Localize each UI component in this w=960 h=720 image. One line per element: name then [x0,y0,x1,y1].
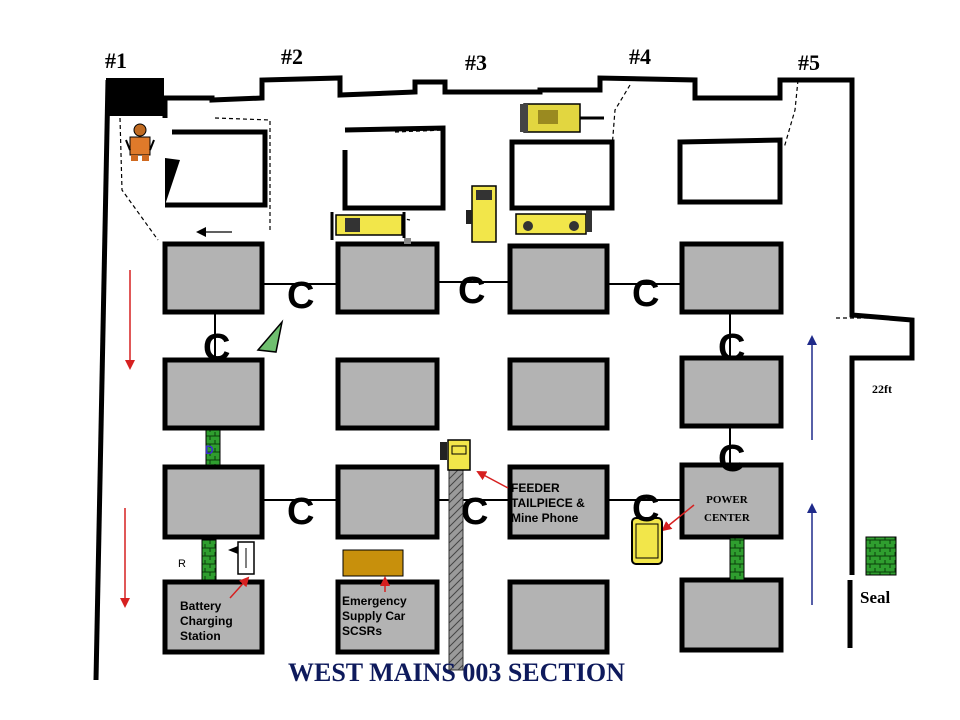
crosscut-marker-6: C [718,438,746,480]
section-title: WEST MAINS 003 SECTION [288,658,625,687]
entry-label-2: #2 [281,44,303,69]
seal-label: Seal [860,588,891,607]
face-outline [162,75,915,535]
small-marker [404,238,411,244]
roof-bolter-icon [330,212,406,240]
battery-station-label: Battery Charging Station [180,599,233,643]
feeder-label: FEEDER TAILPIECE & Mine Phone [511,481,585,525]
crosscut-marker-8: C [461,491,489,533]
d-marker-label: D [205,443,214,457]
entry-label-4: #4 [629,44,651,69]
left-rib [93,78,164,681]
battery-charger-icon [228,541,255,575]
power-center-equipment-icon [631,517,663,565]
crosscut-marker-2: C [458,270,486,312]
crosscut-marker-9: C [632,488,660,530]
seal-block [865,536,897,576]
shuttle-car-icon [466,185,497,243]
continuous-miner-icon [520,103,604,133]
crosscut-marker-1: C [287,275,315,317]
crosscut-marker-7: C [287,491,315,533]
crosscut-marker-5: C [718,327,746,369]
miner-person-icon [125,123,155,161]
entry-label-3: #3 [465,50,487,75]
face-pillars [165,125,783,211]
stopping-3 [729,537,745,581]
stopping-2 [201,539,217,581]
entry-label-1: #1 [105,48,127,73]
distance-label: 22ft [872,382,892,396]
power-center-label: POWER CENTER [704,494,750,524]
pillar-grid [162,241,784,655]
r-marker-label: R [178,558,186,570]
crosscut-curtains [214,281,731,501]
emergency-supply-label: Emergency Supply Car SCSRs [342,594,407,638]
airflow-arrows [120,227,817,608]
crosscut-marker-4: C [203,327,231,369]
feeder-icon [440,439,471,471]
scoop-icon [515,210,592,235]
pointer-arrows [229,471,695,599]
rock-dust-pile-icon [256,319,284,353]
crosscut-marker-3: C [632,273,660,315]
stoppings [201,429,897,581]
stopping-1 [205,429,221,466]
entry-label-5: #5 [798,50,820,75]
supply-car-icon [342,549,404,577]
